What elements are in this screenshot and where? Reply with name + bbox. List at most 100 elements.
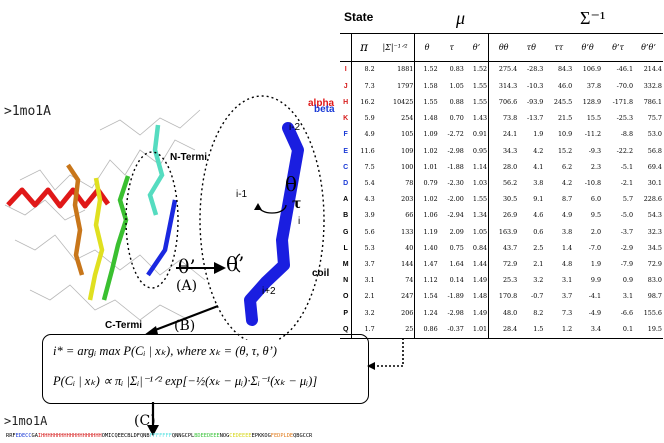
- value-cell: 66: [375, 208, 416, 225]
- value-cell: -25.3: [616, 114, 634, 123]
- value-cell: 2.5: [533, 243, 544, 252]
- value-cell: 3.2: [533, 276, 544, 285]
- value-cell: 3.7: [364, 259, 375, 268]
- col-sig-0: θθ: [488, 33, 519, 62]
- value-cell: -93.9: [526, 97, 544, 106]
- table-state-title: State: [344, 10, 374, 24]
- value-cell: 2.1: [533, 259, 544, 268]
- state-cell: B: [340, 208, 353, 225]
- step-b-label: (B): [174, 318, 196, 334]
- value-cell: -5.1: [620, 162, 634, 171]
- col-sig-3: θ’θ: [573, 33, 603, 62]
- value-cell: -22.2: [616, 146, 634, 155]
- formula-line-2: P(Cᵢ | xₖ) ∝ πᵢ |Σᵢ|⁻¹ᐟ² exp[−½(xₖ − μᵢ)…: [53, 374, 318, 388]
- value-cell: 1.01: [423, 162, 438, 171]
- residue-i-minus-1: i-1: [236, 189, 248, 200]
- helix-red: [6, 187, 111, 209]
- value-cell: 1.2: [562, 324, 573, 333]
- value-cell: -2.94: [447, 211, 464, 220]
- value-cell: 4.1: [533, 162, 544, 171]
- value-cell: 16.2: [360, 97, 375, 106]
- value-cell: -46.1: [616, 65, 634, 74]
- sequence-segment: EPKKOG: [251, 433, 271, 439]
- value-cell: 2.1: [364, 292, 375, 301]
- value-cell: -1.88: [447, 162, 464, 171]
- value-cell: 15.2: [557, 146, 573, 155]
- value-cell: -10.8: [584, 178, 602, 187]
- sequence-segment: GA: [31, 433, 38, 439]
- value-cell: -6.6: [620, 308, 634, 317]
- sequence-segment: NOG: [219, 433, 230, 439]
- value-cell: 7.3: [364, 81, 375, 90]
- value-cell: 1.55: [464, 191, 490, 209]
- value-cell: 56.2: [502, 178, 518, 187]
- value-cell: 8.2: [364, 65, 375, 74]
- value-cell: 1.49: [464, 305, 490, 322]
- value-cell: 2.3: [590, 162, 602, 171]
- value-cell: 54.3: [647, 211, 662, 220]
- value-cell: 1.43: [464, 110, 490, 128]
- group-label-alpha: alpha: [308, 98, 335, 109]
- value-cell: 105: [375, 127, 416, 144]
- sequence-segment: RRF: [6, 433, 16, 439]
- value-cell: 19.5: [647, 324, 662, 333]
- value-cell: 2.0: [590, 227, 602, 236]
- value-cell: 1.55: [423, 97, 438, 106]
- value-cell: -8.8: [620, 130, 634, 139]
- value-cell: 1.52: [464, 61, 490, 79]
- value-cell: 4.8: [562, 259, 573, 268]
- value-cell: 3.4: [590, 324, 602, 333]
- value-cell: 56.8: [647, 146, 662, 155]
- value-cell: 5.7: [622, 195, 634, 204]
- col-mu-tau: τ: [438, 33, 465, 62]
- value-cell: 1.06: [423, 211, 438, 220]
- group-label-coil: coil: [312, 268, 330, 279]
- value-cell: 0.83: [449, 65, 464, 74]
- value-cell: 72.9: [647, 259, 662, 268]
- state-cell: A: [340, 191, 353, 209]
- value-cell: 0.91: [464, 127, 490, 144]
- value-cell: 1.54: [423, 292, 438, 301]
- sequence-segment: FFFFFFF: [149, 433, 172, 439]
- value-cell: 332.8: [643, 81, 662, 90]
- group-label-beta: beta: [314, 104, 335, 115]
- value-cell: 163.9: [498, 227, 518, 236]
- value-cell: 3.9: [364, 211, 375, 220]
- value-cell: 10.9: [557, 130, 573, 139]
- sequence-segment: IHHHHHHHHHHHHHHHHHHH: [37, 433, 102, 439]
- formula-line-1: i* = argᵢ max P(Cᵢ | xₖ), where xₖ = (θ,…: [53, 344, 277, 358]
- value-cell: 0.70: [449, 114, 464, 123]
- col-det: |Σ|⁻¹ᐟ²: [375, 33, 416, 62]
- state-cell: O: [340, 289, 353, 306]
- sequence-segment: EDECC: [15, 433, 32, 439]
- value-cell: 1.4: [562, 243, 573, 252]
- value-cell: 53.0: [647, 130, 662, 139]
- value-cell: -171.8: [612, 97, 634, 106]
- col-sig-1: τθ: [518, 33, 545, 62]
- value-cell: -3.7: [620, 227, 634, 236]
- value-cell: 3.8: [562, 227, 573, 236]
- value-cell: 15.5: [586, 114, 602, 123]
- value-cell: -2.98: [447, 146, 464, 155]
- value-cell: 0.88: [449, 97, 464, 106]
- value-cell: 6.0: [590, 195, 602, 204]
- rotation-arc-thetap: [234, 253, 241, 273]
- value-cell: 75.7: [647, 114, 662, 123]
- value-cell: 275.4: [498, 65, 518, 74]
- value-cell: 0.14: [449, 276, 464, 285]
- value-cell: 28.4: [502, 324, 518, 333]
- sequence-segment: QBGCCR: [293, 433, 313, 439]
- value-cell: -70.0: [616, 81, 634, 90]
- sequence-segment: BDEEDEEE: [194, 433, 220, 439]
- value-cell: 133: [375, 224, 416, 241]
- table-sigma-header: Σ⁻¹: [580, 8, 606, 28]
- strand-green: [101, 175, 131, 301]
- value-cell: 8.7: [562, 195, 573, 204]
- value-cell: 28.0: [502, 162, 518, 171]
- value-cell: 1.47: [423, 259, 438, 268]
